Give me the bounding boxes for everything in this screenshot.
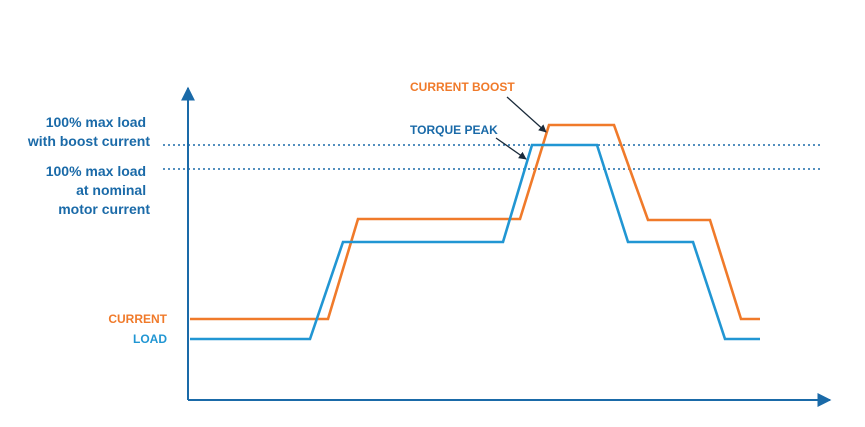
load-series-label: LOAD: [133, 332, 167, 346]
boost-label-line-2: with boost current: [27, 133, 150, 149]
current-boost-annotation: CURRENT BOOST: [410, 80, 515, 94]
torque-peak-annotation: TORQUE PEAK: [410, 123, 498, 137]
current-boost-pointer: [506, 96, 547, 133]
current-series-label: CURRENT: [108, 312, 167, 326]
boost-reference-label: 100% max load with boost current: [27, 114, 150, 149]
nominal-label-line-1: 100% max load: [46, 163, 146, 179]
load-trace: [190, 143, 760, 341]
nominal-label-line-2: at nominal: [76, 182, 146, 198]
current-trace: [190, 123, 760, 321]
torque-peak-pointer: [495, 137, 527, 160]
nominal-label-line-3: motor current: [58, 201, 150, 217]
boost-label-line-1: 100% max load: [46, 114, 146, 130]
nominal-reference-label: 100% max load at nominal motor current: [46, 163, 151, 217]
